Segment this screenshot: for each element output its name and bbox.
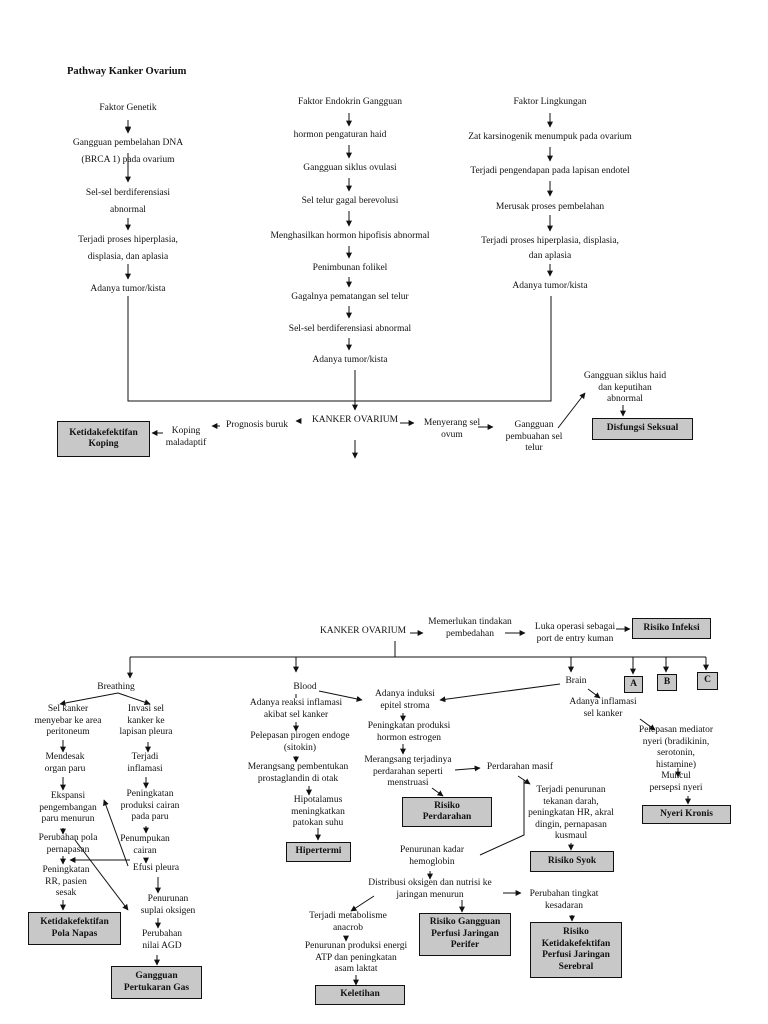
lingkungan-step: Terjadi pengendapan pada lapisan endotel bbox=[470, 166, 630, 176]
breathing-node: Breathing bbox=[97, 682, 135, 692]
diagnosis-risiko-syok: Risiko Syok bbox=[530, 851, 614, 872]
endokrin-step: Adanya tumor/kista bbox=[312, 355, 388, 365]
prognosis-node: Prognosis buruk bbox=[225, 420, 289, 430]
endokrin-step: Penimbunan folikel bbox=[312, 263, 388, 273]
genetik-step: Adanya tumor/kista bbox=[90, 284, 166, 294]
diagnosis-keletihan: Keletihan bbox=[315, 985, 405, 1005]
page-title: Pathway Kanker Ovarium bbox=[67, 66, 187, 77]
flow-arrow bbox=[587, 688, 601, 699]
kanker-ovarium-node: KANKER OVARIUM bbox=[311, 415, 399, 425]
flow-arrow bbox=[557, 392, 586, 429]
endokrin-step: Gagalnya pematangan sel telur bbox=[291, 292, 409, 302]
flow-arrow bbox=[431, 787, 444, 797]
diagnosis-hipertermi: Hipertermi bbox=[286, 842, 351, 862]
endokrin-step: Gangguan siklus ovulasi bbox=[303, 163, 397, 173]
genetik-step: (BRCA 1) pada ovarium bbox=[81, 155, 175, 165]
lingkungan-factor: Faktor Lingkungan bbox=[513, 97, 587, 107]
blood-step: Pelepasan pirogen endoge(sitokin) bbox=[250, 731, 350, 753]
diagnosis-risiko-infeksi: Risiko Infeksi bbox=[632, 618, 711, 639]
genetik-step: Sel-sel berdiferensiasi bbox=[85, 188, 171, 198]
flow-arrow bbox=[639, 718, 656, 731]
flow-arrow bbox=[350, 895, 375, 912]
endokrin-step: hormon pengaturan haid bbox=[293, 130, 387, 140]
genetik-step: Gangguan pembelahan DNA bbox=[72, 138, 184, 148]
flow-arrow bbox=[103, 799, 129, 867]
genetik-factor: Faktor Genetik bbox=[99, 103, 157, 113]
connector-box-a: A bbox=[624, 676, 643, 693]
flow-arrow bbox=[74, 839, 129, 911]
genetik-step: displasia, dan aplasia bbox=[87, 252, 169, 262]
kanker-ovarium-node-2: KANKER OVARIUM bbox=[319, 626, 407, 636]
lingkungan-step: Terjadi proses hiperplasia, displasia, bbox=[481, 236, 619, 246]
brain-node: Brain bbox=[565, 676, 587, 686]
lingkungan-step: Adanya tumor/kista bbox=[512, 281, 588, 291]
flow-arrow bbox=[454, 765, 481, 772]
flow-arrow bbox=[117, 692, 151, 706]
flow-arrow bbox=[59, 692, 119, 706]
lingkungan-step: dan aplasia bbox=[528, 251, 572, 261]
lingkungan-step: Merusak proses pembelahan bbox=[495, 202, 605, 212]
flow-line bbox=[479, 780, 525, 856]
genetik-step: abnormal bbox=[110, 205, 146, 215]
blood-node: Blood bbox=[293, 682, 317, 692]
diagnosis-nyeri-kronis: Nyeri Kronis bbox=[642, 805, 731, 824]
perdarahan-masif-node: Perdarahan masif bbox=[486, 762, 554, 772]
flow-arrow bbox=[318, 690, 363, 702]
genetik-step: Terjadi proses hiperplasia, bbox=[78, 235, 178, 245]
flow-line bbox=[127, 296, 552, 402]
flow-arrow bbox=[439, 683, 561, 703]
endokrin-step: Menghasilkan hormon hipofisis abnormal bbox=[270, 231, 430, 241]
connector-box-b: B bbox=[657, 674, 677, 691]
breathing-step: Efusi pleura bbox=[132, 863, 180, 873]
diagnosis-disfungsi-seksual: Disfungsi Seksual bbox=[592, 418, 693, 440]
endokrin-step: Sel telur gagal berevolusi bbox=[301, 196, 399, 206]
lingkungan-step: Zat karsinogenik menumpuk pada ovarium bbox=[468, 132, 632, 142]
connector-box-c: C bbox=[697, 672, 718, 690]
endokrin-step: Sel-sel berdiferensiasi abnormal bbox=[288, 324, 412, 334]
endokrin-factor: Faktor Endokrin Gangguan bbox=[298, 97, 402, 107]
